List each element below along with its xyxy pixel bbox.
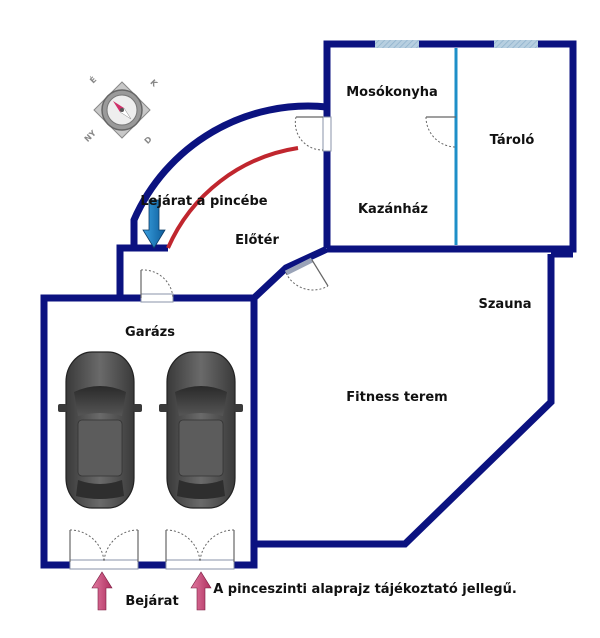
compass-north: É [87,74,99,86]
garage-door-right [165,529,235,570]
entrance-arrow-icon [91,571,113,611]
door-hall-fitness [284,257,329,291]
room-label-garazs: Garázs [125,325,175,340]
room-label-lejarat: Lejárat a pincébe [140,194,267,209]
compass-west: NY [83,128,98,143]
door-garage-corridor [140,269,174,303]
door-laundry-storage [425,116,457,148]
room-label-fitness: Fitness terem [346,390,447,405]
car-icon [159,351,243,509]
walls [40,40,577,569]
entrance-label: Bejárat [125,594,178,609]
compass-icon: É K D NY [83,74,160,146]
room-label-eloter: Előtér [235,233,279,248]
entrance-arrow-icon [190,571,212,611]
garage-door-left [69,529,139,570]
room-label-kazanhaz: Kazánház [358,202,428,217]
car-icon [58,351,142,509]
door-corridor-upper [294,116,332,152]
stair-down-arrow-icon [142,199,166,249]
room-label-szauna: Szauna [479,297,532,312]
room-label-mosokonyha: Mosókonyha [346,85,438,100]
room-label-tarolo: Tároló [490,133,535,148]
disclaimer-note: A pinceszinti alaprajz tájékoztató jelle… [213,582,517,597]
compass-east: K [148,78,159,89]
compass-south: D [143,134,154,145]
stair-line [166,146,299,249]
